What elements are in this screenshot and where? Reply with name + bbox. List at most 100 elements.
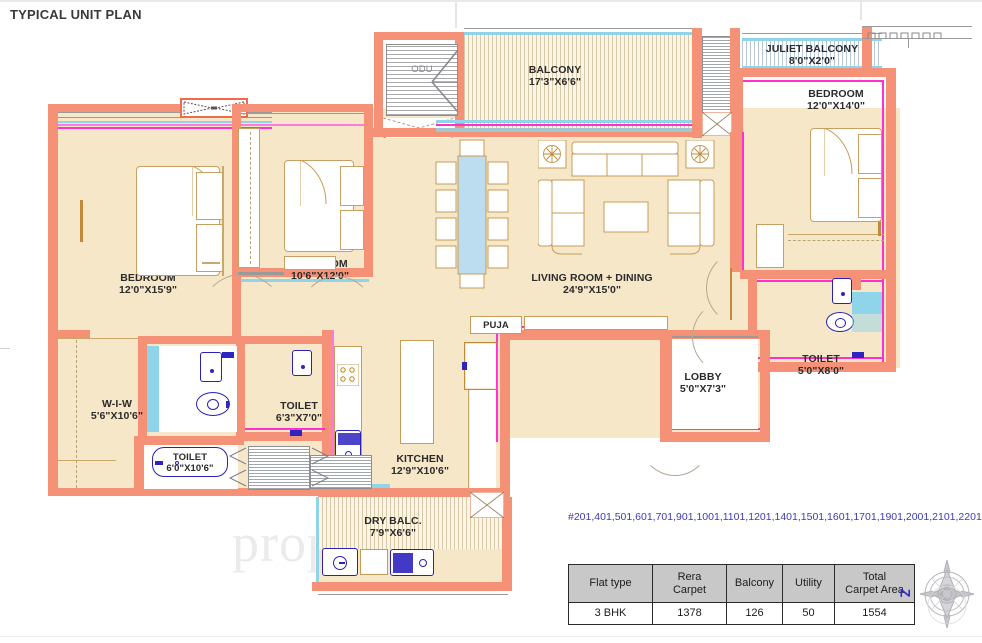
wall-balcony-right-pier [692,28,702,138]
dining-set [430,138,514,290]
wall-bedroom-right-left [734,68,743,140]
wall-accent-lobby-bottom [672,428,770,430]
cell-total-carpet-area: 1554 [834,602,915,625]
th-balcony: Balcony [726,564,783,603]
bed-left-headboard [222,166,224,276]
washbasin-bath [200,352,222,382]
door-bedroom-left-leaf [238,272,284,275]
wall-lobby-bottom [660,432,770,442]
bathtub-toilet-common [152,447,228,477]
bottom-border-line [0,636,982,637]
bed-right-fold [823,127,866,176]
compass-rose-icon [918,558,976,630]
wall-outer-left-top [48,104,272,112]
washbasin-toilet-mid [292,350,312,376]
wall-accent-mid-top [241,124,369,126]
washbasin-toilet-right-drain [841,292,845,296]
wall-toilet-mid-left [236,340,245,440]
juliet-balcony-floor [742,40,882,68]
th-rera-carpet: Rera Carpet [652,564,727,603]
juliet-rail-bottom [742,66,882,69]
odu-diag-detail [430,48,460,114]
wall-living-bottom [500,330,668,340]
wardrobe-line-left2 [58,460,116,461]
wall-kitchen-left [322,330,332,496]
wall-toilet-common-left [134,436,144,494]
bedroom-right-wardrobe-line [788,234,884,235]
wc-toilet-right [826,312,854,332]
wall-bedroom-right-left2 [730,132,742,272]
right-top-hatch [866,27,966,39]
bathtub-tap [155,461,163,465]
bed-right-sidetable-2 [858,178,882,218]
wall-accent-right-bottom [748,357,884,359]
balcony-edge-bottom2 [436,120,692,123]
toilet-mid-door-marker [290,430,302,436]
wardrobe-line-left [58,338,154,339]
living-window-sill [436,128,692,132]
door-swing-bedroom-right [706,250,782,326]
wall-toilet-mid-top [236,336,326,344]
bathtub-drain [175,461,179,465]
door-bedroom-right-leaf [730,268,732,320]
wall-bedroom-mid-right [364,104,373,276]
cell-balcony: 126 [726,602,783,625]
right-top-edge-line2 [862,38,972,39]
bath-floor [159,346,237,432]
wall-accent-left-inner [58,127,272,129]
th-utility: Utility [782,564,835,603]
table-header-row: Flat type Rera Carpet Balcony Utility To… [568,564,915,603]
living-console [524,316,668,330]
bed-left-sidetable-2 [196,224,224,272]
washbasin-toilet-mid-drain [301,365,305,369]
juliet-rail-top [742,38,882,41]
wall-odu-right [455,32,464,136]
cell-rera-carpet: 1378 [652,602,727,625]
utility-sink [390,549,434,576]
kitchen-island [400,340,434,444]
door-swing-lobby [692,300,766,374]
bed-left-sidetable-1 [196,172,224,220]
kitchen-door-handle [462,362,467,370]
balcony-edge-top [464,28,692,29]
utility-door-cross [469,491,505,519]
wall-lobby-right [760,330,770,442]
balcony-main-floor [464,32,692,128]
wall-accent-bedroom-right [742,132,744,270]
balcony-right-grille [702,36,732,114]
table-row: 3 BHK 1378 126 50 1554 [568,602,915,625]
bath-floor-strip-left [147,346,159,432]
utility-sink-drain [419,559,427,567]
wall-bedroom-mid-bottom [236,268,373,277]
balcony-rail-top [464,32,692,35]
bed-left-lamp [202,262,220,264]
bedroom-left-wardrobe [238,128,260,268]
wall-toilet-common-top [134,436,244,445]
toilet-right-shower-strip [852,314,882,332]
wall-mid-top [232,104,372,112]
th-flat-type: Flat type [568,564,653,603]
north-arrow-label: Z [897,588,914,598]
washing-machine [322,548,358,576]
washing-machine-dial [339,562,345,564]
toilet-right-door-marker [852,352,864,358]
wall-accent-right-outer [882,80,884,368]
dry-balcony-bottom-edge [318,594,508,595]
wardrobe-dash-left [76,340,77,488]
wall-bath-top [138,336,244,344]
unit-numbers: #201,401,501,601,701,901,1001,1101,1201,… [568,511,982,523]
wall-right-wing-top [736,68,886,77]
sofa-set [537,139,718,266]
juliet-edge-outer [742,33,882,34]
kitchen-passage-edge [468,390,469,488]
wall-living-left-lower [500,330,510,442]
bedroom-mid-wardrobe [284,256,336,270]
wall-toilet-mid-bottom [236,432,326,441]
bed-mid-sidetable-1 [340,166,364,206]
washing-machine-drum [333,556,347,570]
wall-odu-left [374,32,383,136]
wall-line-left-top [58,112,272,113]
washbasin-bath-drain [210,369,214,373]
wall-accent-left-top [58,124,272,126]
